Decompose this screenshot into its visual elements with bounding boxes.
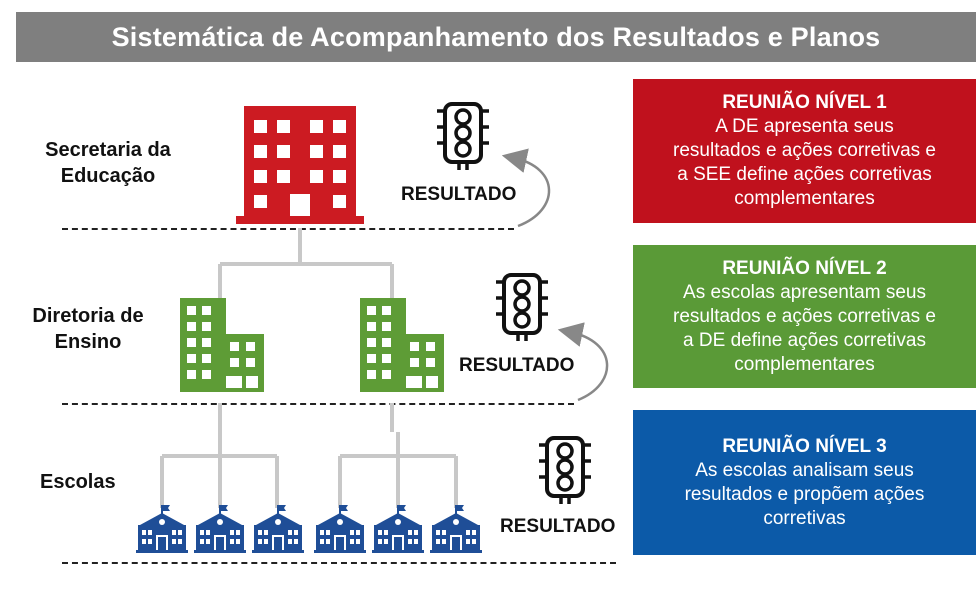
school-icon-1 [135,504,189,554]
curved-arrow-icon-1 [501,148,551,228]
traffic-light-icon-2 [494,273,550,343]
divider-level-1 [62,228,514,230]
diretoria-building-icon-2 [360,298,444,392]
org-connectors [160,228,458,508]
meeting-title: REUNIÃO NÍVEL 3 [722,435,887,457]
result-label-1: RESULTADO [401,184,517,205]
divider-level-2 [62,403,574,405]
meeting-box-level-3: REUNIÃO NÍVEL 3 As escolas analisam seus… [633,410,976,555]
page-title: Sistemática de Acompanhamento dos Result… [111,21,881,52]
school-icon-3 [251,504,305,554]
school-icon-2 [193,504,247,554]
secretaria-building-icon [236,106,364,224]
title-bar: Sistemática de Acompanhamento dos Result… [16,12,976,62]
meeting-description: A DE apresenta seus resultados e ações c… [673,116,936,209]
meeting-description: As escolas analisam seus resultados e pr… [684,459,925,529]
diretoria-building-icon-1 [180,298,264,392]
result-label-2: RESULTADO [459,355,575,376]
divider-level-3 [62,562,616,564]
meeting-box-level-2: REUNIÃO NÍVEL 2 As escolas apresentam se… [633,245,976,388]
curved-arrow-icon-2 [557,322,609,402]
result-label-3: RESULTADO [500,516,616,537]
meeting-box-level-1: REUNIÃO NÍVEL 1 A DE apresenta seus resu… [633,79,976,223]
level-label-secretaria: Secretaria da Educação [45,139,171,187]
level-label-diretoria: Diretoria de Ensino [32,305,144,353]
traffic-light-icon-3 [537,436,593,506]
school-icon-5 [371,504,425,554]
meeting-title: REUNIÃO NÍVEL 1 [722,92,887,113]
meeting-title: REUNIÃO NÍVEL 2 [722,257,887,279]
level-label-escolas: Escolas [40,471,116,493]
traffic-light-icon-1 [435,102,491,172]
meeting-description: As escolas apresentam seus resultados e … [673,281,936,375]
school-icon-6 [429,504,483,554]
school-icon-4 [313,504,367,554]
